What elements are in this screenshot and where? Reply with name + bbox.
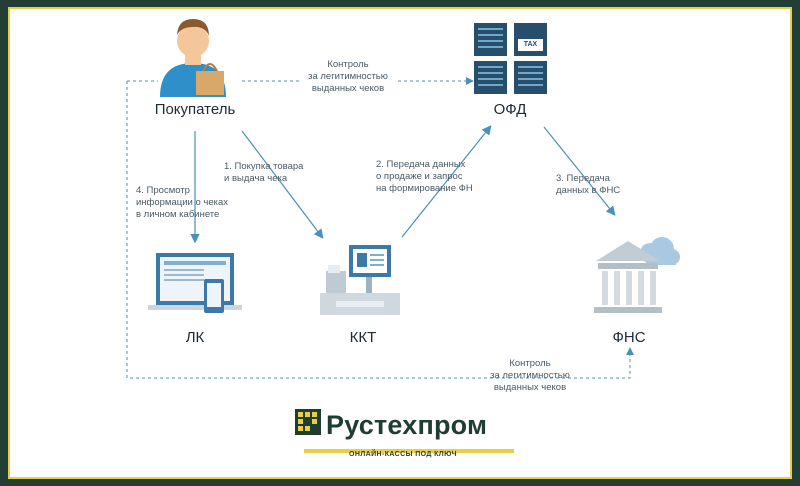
brand-name: Рустехпром [326, 410, 488, 440]
fns-building-icon [594, 237, 680, 313]
lk-devices-icon [148, 253, 242, 313]
control-line-top [126, 77, 634, 379]
node-ofd: ОФД [493, 101, 527, 118]
label-step3: 3. Передача данных в ФНС [556, 173, 621, 196]
label-control-bottom: Контроль за легитимностью выданных чеков [490, 358, 570, 393]
label-control-top: Контроль за легитимностью выданных чеков [308, 59, 388, 94]
brand-tagline: ОНЛАЙН-КАССЫ ПОД КЛЮЧ [349, 451, 457, 458]
arrow-step3 [543, 126, 616, 216]
arrow-step2 [401, 125, 492, 238]
label-step2: 2. Передача данных о продаже и запрос на… [376, 159, 473, 194]
diagram-panel: Покупатель ОФД ЛК ККТ ФНС Контроль за ле… [8, 7, 792, 479]
arrow-step1 [241, 130, 324, 239]
label-step4: 4. Просмотр информации о чеках в личном … [136, 185, 228, 220]
brand-logo-icon [295, 409, 321, 435]
kkt-register-icon [320, 245, 400, 315]
ofd-server-icon [474, 23, 547, 94]
brand-underline [304, 449, 514, 453]
label-step1: 1. Покупка товара и выдача чека [224, 161, 304, 184]
buyer-icon [160, 19, 226, 97]
flow-diagram [126, 19, 680, 435]
node-fns: ФНС [612, 329, 646, 346]
node-kkt: ККТ [349, 329, 377, 346]
ofd-badge-text: TAX [523, 41, 538, 48]
node-lk: ЛК [185, 329, 205, 346]
node-buyer: Покупатель [154, 101, 236, 118]
